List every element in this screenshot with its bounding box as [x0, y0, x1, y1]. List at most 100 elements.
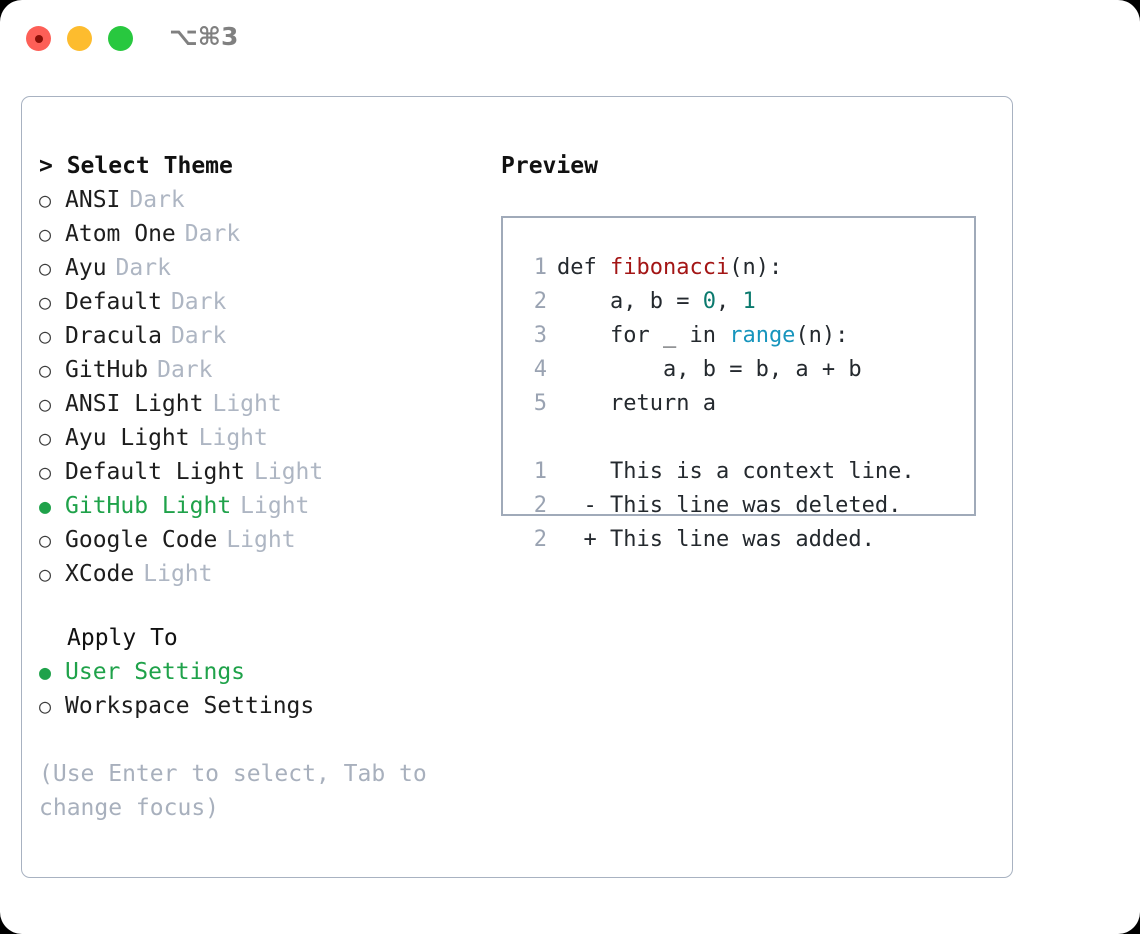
preview-heading: Preview [501, 153, 598, 179]
code-line-content: return a [557, 387, 716, 421]
theme-option-tag: Light [143, 561, 213, 587]
theme-option-dracula[interactable]: ○ Dracula Dark [39, 319, 489, 353]
code-indent [557, 289, 610, 314]
code-line-content: def fibonacci(n): [557, 251, 782, 285]
apply-to-option-workspace-settings[interactable]: ○ Workspace Settings [39, 689, 489, 723]
keyboard-shortcut-label: ⌥⌘3 [169, 22, 239, 51]
code-line: 3 for _ in range(n): [521, 319, 974, 353]
radio-unselected-icon: ○ [39, 392, 52, 416]
theme-option-tag: Light [240, 493, 310, 519]
minimize-button[interactable] [67, 26, 92, 51]
code-indent [557, 391, 610, 416]
zoom-button[interactable] [108, 26, 133, 51]
apply-to-heading: Apply To [67, 625, 178, 651]
traffic-lights [26, 26, 133, 51]
code-line: 2 a, b = 0, 1 [521, 285, 974, 319]
theme-option-github-light[interactable]: ● GitHub Light Light [39, 489, 489, 523]
radio-unselected-icon: ○ [39, 290, 52, 314]
line-number: 2 [533, 289, 547, 314]
theme-option-ansi[interactable]: ○ ANSI Dark [39, 183, 489, 217]
radio-unselected-icon: ○ [39, 358, 52, 382]
code-line: 5 return a [521, 387, 974, 421]
code-token: def [557, 255, 610, 280]
theme-option-label: Ayu Light [65, 425, 190, 451]
code-token: fibonacci [609, 255, 730, 280]
diff-sample: 1 This is a context line.2 - This line w… [521, 455, 974, 557]
radio-unselected-icon: ○ [39, 188, 52, 212]
theme-option-google-code[interactable]: ○ Google Code Light [39, 523, 489, 557]
radio-unselected-icon: ○ [39, 562, 52, 586]
close-button[interactable] [26, 26, 51, 51]
code-token: 0 [702, 289, 716, 314]
theme-option-tag: Dark [129, 187, 185, 213]
code-token: a, b = b, a + b [662, 357, 862, 382]
theme-option-label: Dracula [65, 323, 162, 349]
apply-to-option-list[interactable]: ●User Settings ○ Workspace Settings [39, 655, 489, 723]
diff-line-number: 2 [533, 527, 547, 552]
theme-option-label: GitHub Light [65, 493, 232, 519]
line-number: 3 [533, 323, 547, 348]
radio-unselected-icon: ○ [39, 426, 52, 450]
radio-unselected-icon: ○ [39, 694, 52, 718]
line-number: 5 [533, 391, 547, 416]
code-token: for _ in [609, 323, 730, 348]
theme-option-label: Google Code [65, 527, 218, 553]
theme-option-label: ANSI Light [65, 391, 204, 417]
theme-option-tag: Light [198, 425, 268, 451]
code-line-content: a, b = b, a + b [557, 353, 862, 387]
keyboard-hint-text: (Use Enter to select, Tab to change focu… [39, 761, 427, 821]
theme-option-tag: Dark [170, 323, 227, 349]
theme-option-ansi-light[interactable]: ○ ANSI Light Light [39, 387, 489, 421]
theme-option-label: Ayu [65, 255, 107, 281]
radio-selected-icon: ● [39, 660, 52, 684]
theme-option-tag: Light [212, 391, 282, 417]
titlebar: ⌥⌘3 [0, 0, 1140, 78]
theme-option-label: Default Light [65, 459, 246, 485]
theme-option-label: GitHub [65, 357, 149, 383]
theme-option-ayu-light[interactable]: ○ Ayu Light Light [39, 421, 489, 455]
code-token: 1 [742, 289, 756, 314]
apply-to-option-user-settings[interactable]: ●User Settings [39, 655, 489, 689]
line-number: 4 [533, 357, 547, 382]
radio-unselected-icon: ○ [39, 256, 52, 280]
diff-line: 2 + This line was added. [521, 523, 974, 557]
code-diff-spacer [521, 421, 974, 455]
diff-line-number: 1 [533, 459, 547, 484]
code-indent [557, 323, 610, 348]
theme-option-tag: Light [226, 527, 296, 553]
theme-option-xcode[interactable]: ○ XCode Light [39, 557, 489, 591]
radio-selected-icon: ● [39, 494, 52, 518]
diff-line-content: + This line was added. [557, 527, 875, 552]
code-line: 1 def fibonacci(n): [521, 251, 974, 285]
line-number: 1 [533, 255, 547, 280]
theme-option-ayu[interactable]: ○ Ayu Dark [39, 251, 489, 285]
theme-option-tag: Dark [184, 221, 241, 247]
code-token: return a [609, 391, 716, 416]
select-theme-heading: > Select Theme [39, 153, 233, 179]
diff-line: 2 - This line was deleted. [521, 489, 974, 523]
theme-option-default[interactable]: ○ Default Dark [39, 285, 489, 319]
theme-option-tag: Dark [170, 289, 227, 315]
theme-option-tag: Dark [115, 255, 171, 281]
apply-to-option-label: Workspace Settings [65, 693, 315, 719]
code-line-content: for _ in range(n): [557, 319, 848, 353]
code-token: , [715, 289, 743, 314]
code-line-content: a, b = 0, 1 [557, 285, 756, 319]
code-indent [557, 357, 663, 382]
radio-unselected-icon: ○ [39, 324, 52, 348]
theme-option-label: Default [65, 289, 162, 315]
radio-unselected-icon: ○ [39, 460, 52, 484]
radio-unselected-icon: ○ [39, 528, 52, 552]
theme-option-label: XCode [65, 561, 135, 587]
code-token: (n): [795, 323, 849, 348]
theme-option-label: ANSI [65, 187, 121, 213]
